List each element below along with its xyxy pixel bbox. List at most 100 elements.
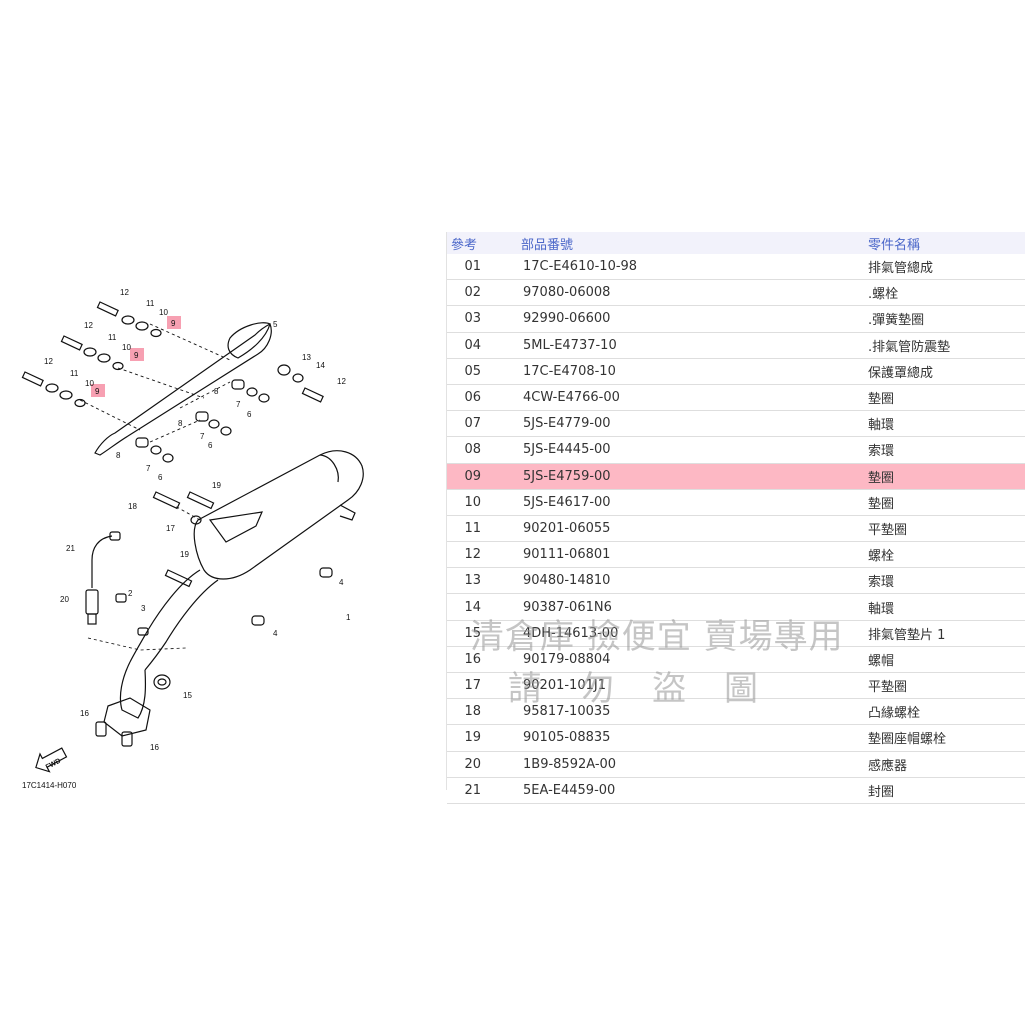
callout-label: 12 xyxy=(120,288,129,297)
exhaust-exploded-diagram: FWD 12 11 10 9 12 11 10 9 12 11 10 9 5 1… xyxy=(21,288,364,790)
cell-part-name: 墊圈 xyxy=(868,384,1025,412)
bolt-set-middle xyxy=(60,335,124,371)
cell-ref: 05 xyxy=(447,358,503,385)
callout-label: 6 xyxy=(247,410,252,419)
callout-label: 10 xyxy=(159,308,168,317)
cell-ref: 02 xyxy=(447,279,503,307)
callout-label: 6 xyxy=(208,441,213,450)
fwd-label: FWD xyxy=(45,758,62,772)
cell-ref: 11 xyxy=(447,515,503,543)
callout-label: 13 xyxy=(302,353,311,362)
cell-part-name: 凸緣螺栓 xyxy=(868,698,1025,726)
callout-label: 3 xyxy=(141,604,146,613)
header-ref: 參考 xyxy=(447,232,503,254)
cell-part-no: 95817-10035 xyxy=(503,698,868,726)
bolt-set-lower xyxy=(21,371,86,408)
callout-label: 14 xyxy=(316,361,325,370)
callout-label: 8 xyxy=(178,419,183,428)
cell-ref: 21 xyxy=(447,777,503,804)
cell-part-name: 索環 xyxy=(868,436,1025,464)
cell-part-name: 排氣管墊片 1 xyxy=(868,620,1025,647)
callout-label: 11 xyxy=(108,333,117,342)
cell-ref: 12 xyxy=(447,541,503,569)
cell-ref: 10 xyxy=(447,489,503,516)
callout-label: 16 xyxy=(150,743,159,752)
callout-label: 4 xyxy=(273,629,278,638)
callout-label: 8 xyxy=(214,387,219,396)
callout-label: 21 xyxy=(66,544,75,553)
cell-ref: 20 xyxy=(447,751,503,778)
cell-part-no: 90111-06801 xyxy=(503,541,868,569)
cell-ref: 03 xyxy=(447,305,503,333)
cell-ref: 18 xyxy=(447,698,503,726)
cell-part-name: .排氣管防震墊 xyxy=(868,332,1025,359)
callout-label: 19 xyxy=(212,481,221,490)
callout-label: 1 xyxy=(346,613,351,622)
cell-part-no: 5JS-E4445-00 xyxy=(503,436,868,464)
cell-part-no: 1B9-8592A-00 xyxy=(503,751,868,778)
cell-part-no: 17C-E4708-10 xyxy=(503,358,868,385)
diagram-code: 17C1414-H070 xyxy=(22,781,77,790)
exhaust-pipe xyxy=(129,569,201,663)
callout-label: 10 xyxy=(122,343,131,352)
header-name: 零件名稱 xyxy=(868,232,1025,254)
callout-label: 2 xyxy=(128,589,133,598)
cell-ref: 14 xyxy=(447,593,503,621)
cell-part-name: 保護罩總成 xyxy=(868,358,1025,385)
cell-part-name: 排氣管總成 xyxy=(868,254,1025,281)
cell-part-no: 5ML-E4737-10 xyxy=(503,332,868,359)
cell-part-no: 90179-08804 xyxy=(503,646,868,674)
callout-label: 19 xyxy=(180,550,189,559)
cell-part-name: 軸環 xyxy=(868,410,1025,438)
callout-label: 9 xyxy=(171,319,176,328)
cell-ref: 09 xyxy=(447,463,503,490)
cell-part-name: .螺栓 xyxy=(868,279,1025,307)
callout-label: 7 xyxy=(200,432,205,441)
cell-part-no: 4CW-E4766-00 xyxy=(503,384,868,412)
cell-part-name: 感應器 xyxy=(868,751,1025,778)
callout-label: 6 xyxy=(158,473,163,482)
cell-ref: 07 xyxy=(447,410,503,438)
callout-label: 11 xyxy=(146,299,155,308)
cell-part-no: 97080-06008 xyxy=(503,279,868,307)
callout-label: 12 xyxy=(337,377,346,386)
cell-part-no: 90201-06055 xyxy=(503,515,868,543)
cell-ref: 17 xyxy=(447,672,503,700)
o2-sensor xyxy=(85,531,121,625)
cell-ref: 15 xyxy=(447,620,503,647)
callout-label: 12 xyxy=(84,321,93,330)
cell-part-name: 平墊圈 xyxy=(868,515,1025,543)
fwd-arrow xyxy=(35,747,68,773)
callout-label: 16 xyxy=(80,709,89,718)
cell-part-no: 5EA-E4459-00 xyxy=(503,777,868,804)
callout-label: 7 xyxy=(146,464,151,473)
cell-part-no: 5JS-E4779-00 xyxy=(503,410,868,438)
cell-part-no: 90105-08835 xyxy=(503,724,868,752)
cell-part-name: 墊圈 xyxy=(868,463,1025,490)
callout-label: 17 xyxy=(166,524,175,533)
cell-ref: 13 xyxy=(447,567,503,595)
cell-part-no: 17C-E4610-10-98 xyxy=(503,254,868,281)
